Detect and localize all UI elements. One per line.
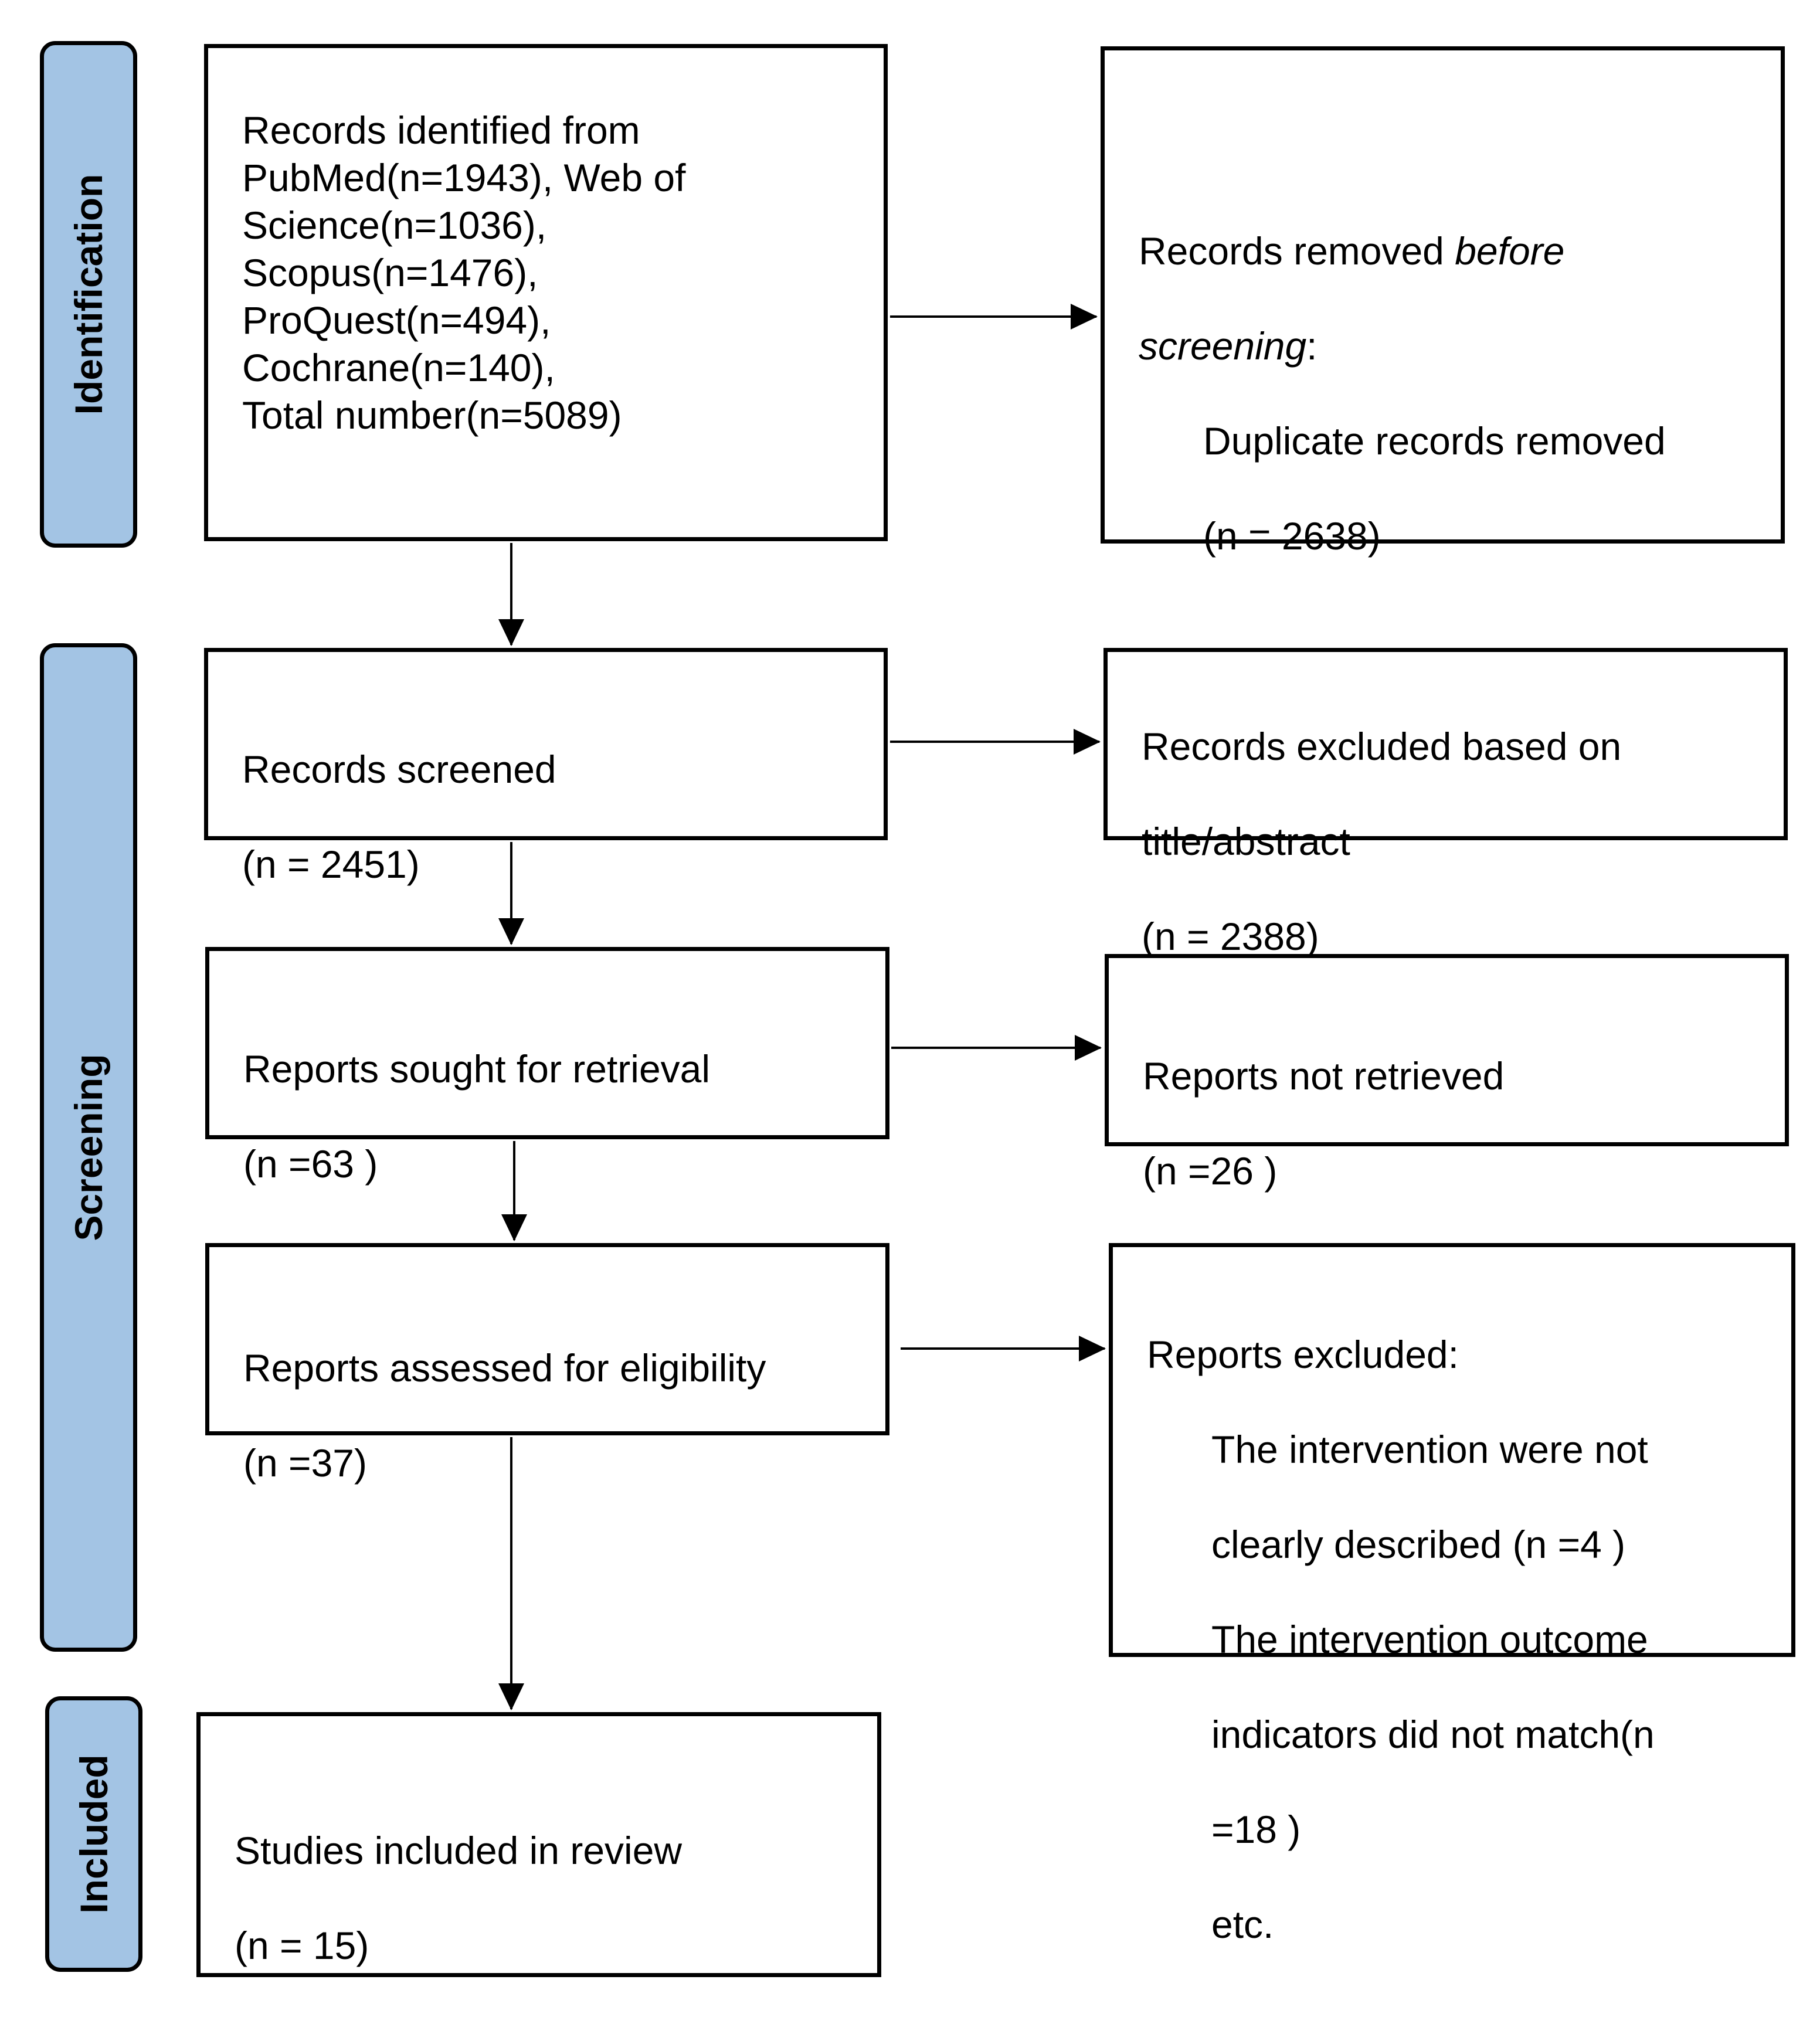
reports-not-retrieved-label: Reports not retrieved <box>1143 1054 1505 1098</box>
reports-excluded-line-1: The intervention were not <box>1211 1428 1648 1471</box>
reports-excluded-line-4: indicators did not match(n <box>1211 1713 1655 1756</box>
studies-included-box: Studies included in review (n = 15) <box>196 1712 881 1977</box>
records-removed-prefix: Records removed <box>1139 229 1455 273</box>
phase-screening-bar: Screening <box>40 643 137 1652</box>
arrowhead-sought-to-not-retrieved <box>1075 1035 1102 1061</box>
records-excluded-box: Records excluded based on title/abstract… <box>1103 648 1788 958</box>
studies-included-count: (n = 15) <box>235 1924 369 1967</box>
reports-assessed-text: Reports assessed for eligibility (n =37) <box>243 1297 766 1534</box>
reports-excluded-line-6: etc. <box>1211 1903 1274 1946</box>
duplicate-records-count: (n = 2638) <box>1203 514 1381 558</box>
reports-sought-box: Reports sought for retrieval (n =63 ) <box>205 947 889 1186</box>
reports-not-retrieved-text: Reports not retrieved (n =26 ) <box>1143 1005 1504 1242</box>
records-removed-colon: : <box>1306 324 1318 368</box>
records-removed-text: Records removed before screening: Duplic… <box>1139 180 1666 607</box>
arrowhead-identified-to-removed <box>1071 304 1098 330</box>
records-screened-box: Records screened (n = 2451) <box>204 648 888 886</box>
records-excluded-text: Records excluded based on title/abstract… <box>1142 675 1621 1008</box>
records-excluded-line-2: title/abstract <box>1142 820 1350 863</box>
studies-included-label: Studies included in review <box>235 1829 682 1872</box>
arrowhead-assessed-to-included <box>498 1683 524 1710</box>
records-screened-label: Records screened <box>242 748 556 791</box>
records-removed-box: Records removed before screening: Duplic… <box>1101 46 1785 558</box>
reports-sought-count: (n =63 ) <box>243 1142 378 1186</box>
arrowhead-sought-to-assessed <box>501 1214 527 1241</box>
reports-excluded-title: Reports excluded: <box>1147 1333 1459 1376</box>
arrowhead-screened-to-excluded <box>1074 729 1101 755</box>
records-screened-count: (n = 2451) <box>242 843 420 886</box>
phase-identification-bar: Identification <box>40 41 137 548</box>
reports-excluded-text: Reports excluded: The intervention were … <box>1147 1283 1655 1996</box>
records-identified-text: Records identified from PubMed(n=1943), … <box>242 108 686 437</box>
duplicate-records-label: Duplicate records removed <box>1203 419 1666 463</box>
reports-not-retrieved-box: Reports not retrieved (n =26 ) <box>1105 954 1789 1193</box>
phase-included-bar: Included <box>45 1696 142 1972</box>
studies-included-text: Studies included in review (n = 15) <box>235 1780 682 2017</box>
reports-sought-label: Reports sought for retrieval <box>243 1047 711 1091</box>
arrowhead-assessed-to-excluded <box>1079 1336 1106 1361</box>
reports-assessed-count: (n =37) <box>243 1441 367 1485</box>
records-excluded-line-1: Records excluded based on <box>1142 725 1622 768</box>
arrowhead-identified-to-screened <box>498 619 524 646</box>
records-removed-italic-screening: screening <box>1139 324 1307 368</box>
reports-excluded-line-2: clearly described (n =4 ) <box>1211 1523 1626 1566</box>
records-excluded-count: (n = 2388) <box>1142 915 1319 958</box>
reports-excluded-line-5: =18 ) <box>1211 1808 1301 1851</box>
reports-sought-text: Reports sought for retrieval (n =63 ) <box>243 998 710 1235</box>
reports-assessed-label: Reports assessed for eligibility <box>243 1346 766 1390</box>
records-removed-heading-2: screening: <box>1139 322 1666 370</box>
reports-excluded-line-3: The intervention outcome <box>1211 1618 1648 1661</box>
records-removed-heading: Records removed before <box>1139 227 1666 275</box>
records-removed-italic-before: before <box>1455 229 1565 273</box>
records-identified-box: Records identified from PubMed(n=1943), … <box>204 44 888 541</box>
arrowhead-screened-to-sought <box>498 918 524 945</box>
records-screened-text: Records screened (n = 2451) <box>242 698 556 936</box>
reports-assessed-box: Reports assessed for eligibility (n =37) <box>205 1243 889 1485</box>
reports-not-retrieved-count: (n =26 ) <box>1143 1149 1278 1193</box>
reports-excluded-box: Reports excluded: The intervention were … <box>1109 1243 1795 1946</box>
